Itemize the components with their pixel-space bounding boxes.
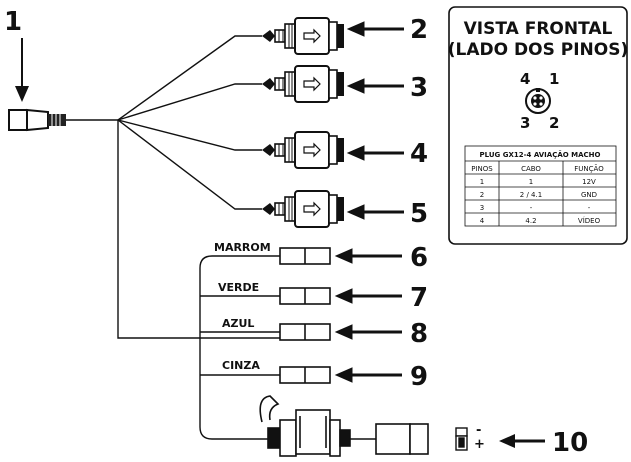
pin-table-cell: 1 <box>529 178 533 186</box>
power-plug-icon <box>455 427 468 451</box>
pin-table-cell: 12V <box>582 178 596 186</box>
main-connector-plug <box>8 108 66 132</box>
pin-label-1: 1 <box>549 70 559 88</box>
pin-table-cell: VÍDEO <box>578 216 601 225</box>
bnc-connector-3 <box>261 65 345 103</box>
pin-table-cell: 4 <box>480 217 485 225</box>
bnc-connector-2 <box>261 17 345 55</box>
pin-table-cell: 2 <box>480 191 484 199</box>
pin-table-cell: 1 <box>480 178 484 186</box>
wire-label-azul: AZUL <box>222 317 254 330</box>
spade-terminals <box>279 247 331 384</box>
front-view-panel <box>448 6 628 245</box>
pin-table-cell: GND <box>581 191 597 199</box>
gx12-pin-face <box>525 88 551 114</box>
callout-2: 2 <box>410 15 428 45</box>
bnc-arrows <box>346 21 404 220</box>
wire-label-cinza: CINZA <box>222 359 260 372</box>
pin-table <box>464 145 617 227</box>
wire-label-verde: VERDE <box>218 281 259 294</box>
pin-table-header: CABO <box>521 165 541 173</box>
pin-label-4: 4 <box>520 70 530 88</box>
callout-1-arrowhead <box>15 86 29 102</box>
fanout-cables <box>117 35 280 339</box>
secondary-wires <box>199 255 280 440</box>
pin-table-header: FUNÇÃO <box>574 164 604 173</box>
pin-table-cell: 4.2 <box>525 217 536 225</box>
callout-6: 6 <box>410 243 428 273</box>
front-view-title: VISTA FRONTAL <box>464 19 613 39</box>
pin-table-cell: 2 / 4.1 <box>520 191 542 199</box>
pin-table-cell: - <box>588 204 591 212</box>
wire-label-marrom: MARROM <box>214 241 271 254</box>
pin-label-2: 2 <box>549 114 559 132</box>
callout-3: 3 <box>410 73 428 103</box>
power-connector <box>375 423 429 455</box>
callout-7: 7 <box>410 283 428 313</box>
callout-10: 10 <box>552 428 588 458</box>
callout-5: 5 <box>410 199 428 229</box>
front-view-subtitle: (LADO DOS PINOS) <box>448 40 628 60</box>
callout-8: 8 <box>410 319 428 349</box>
inline-fuse-holder <box>259 395 351 457</box>
callout-1: 1 <box>4 7 22 37</box>
bnc-connector-5 <box>261 190 345 228</box>
bnc-connector-4 <box>261 131 345 169</box>
pin-table-cell: - <box>530 204 533 212</box>
callout-4: 4 <box>410 139 428 169</box>
pin-table-header: PINOS <box>471 165 493 173</box>
polarity-plus: + <box>474 437 485 452</box>
pin-label-3: 3 <box>520 114 530 132</box>
polarity-minus: - <box>476 423 481 438</box>
pin-table-cell: 3 <box>480 204 484 212</box>
callout-9: 9 <box>410 362 428 392</box>
spade-arrows <box>334 248 402 383</box>
callout-10-arrowhead <box>499 434 515 448</box>
pin-table-title: PLUG GX12-4 AVIAÇÃO MACHO <box>480 150 601 159</box>
